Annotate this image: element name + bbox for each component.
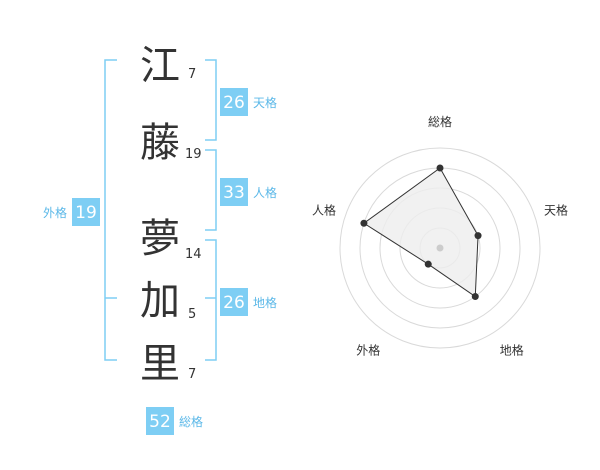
radar-label-3: 地格 [500, 343, 524, 358]
radar-point-3 [471, 293, 479, 301]
radar-label-1: 総格 [428, 114, 452, 129]
chikaku-bracket [205, 239, 217, 361]
gaikaku-bracket [104, 59, 117, 361]
tenkaku-value: 26 [223, 93, 245, 113]
radar-center-dot [436, 244, 444, 252]
radar-grid-ring-5 [339, 147, 541, 349]
radar-label-5: 人格 [312, 202, 336, 217]
soukaku-label: 総格 [179, 414, 203, 429]
name-char-2: 藤 [140, 120, 180, 166]
radar-label-2: 天格 [544, 202, 568, 217]
jinkaku-label: 人格 [253, 185, 277, 200]
stroke-count-5: 7 [188, 367, 196, 382]
radar-area [363, 167, 479, 298]
stroke-count-3: 14 [185, 247, 202, 262]
radar-point-2 [474, 232, 482, 240]
radar-point-5 [360, 219, 368, 227]
chikaku-label: 地格 [253, 295, 277, 310]
name-char-1: 江 [140, 43, 180, 89]
tenkaku-bracket [205, 59, 217, 141]
radar-point-1 [436, 164, 444, 172]
chikaku-box [220, 288, 248, 316]
gaikaku-label: 外格 [43, 205, 67, 220]
jinkaku-bracket [205, 149, 217, 231]
gaikaku-value: 19 [75, 203, 97, 223]
radar-point-4 [424, 260, 432, 268]
name-char-5: 里 [140, 341, 180, 387]
tenkaku-box [220, 88, 248, 116]
stroke-count-4: 5 [188, 307, 196, 322]
gaikaku-box [72, 198, 100, 226]
name-char-4: 加 [140, 278, 180, 324]
stroke-count-1: 7 [188, 67, 196, 82]
tenkaku-label: 天格 [253, 95, 277, 110]
name-char-3: 夢 [140, 216, 180, 262]
radar-label-4: 外格 [356, 343, 380, 358]
bracket-lines [104, 59, 217, 361]
jinkaku-value: 33 [223, 183, 245, 203]
soukaku-value: 52 [149, 412, 171, 432]
chikaku-value: 26 [223, 293, 245, 313]
stroke-count-2: 19 [185, 147, 202, 162]
name-diagram: 江 7 藤 19 夢 14 加 5 里 7 26 天格 33 人格 26 地格 … [43, 43, 277, 435]
soukaku-box [146, 407, 174, 435]
jinkaku-box [220, 178, 248, 206]
